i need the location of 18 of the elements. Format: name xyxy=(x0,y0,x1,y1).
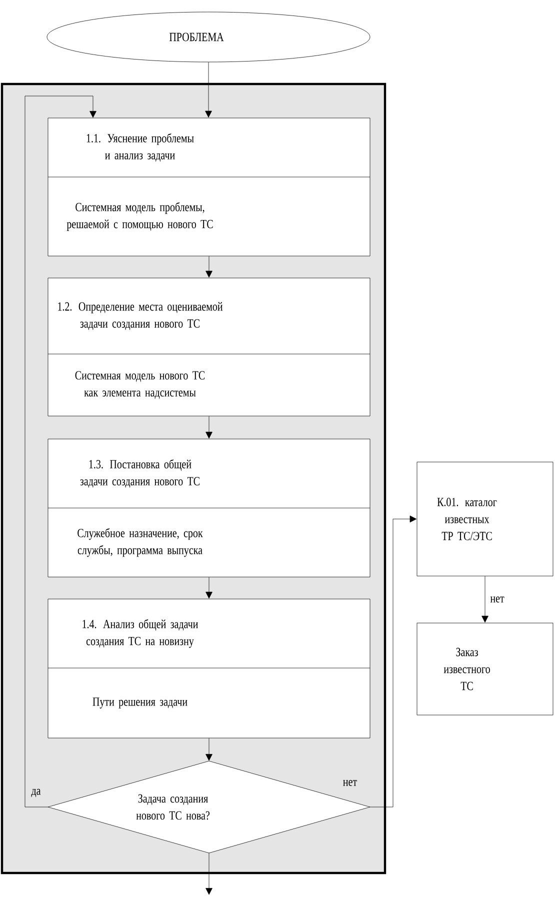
process-box: Заказ известного ТС xyxy=(416,622,554,716)
edge-label: да xyxy=(30,788,42,798)
arrow xyxy=(206,577,212,599)
edge-label: нет xyxy=(489,596,506,604)
arrow xyxy=(24,96,96,808)
arrow xyxy=(370,516,417,808)
arrow xyxy=(206,738,212,761)
process-box: 1.3. Постановка общей задачи создания нового ТС Служебное назначение, срок службы, программа выпуска xyxy=(48,438,370,578)
arrow xyxy=(205,62,212,118)
edge-label: нет xyxy=(342,779,358,788)
arrow xyxy=(482,576,488,623)
process-box: 1.1. Уяснение проблемы и анализ задачи Системная модель проблемы, решаемой с помощью нового ТС xyxy=(48,118,370,256)
arrow xyxy=(206,256,212,278)
arrow xyxy=(206,852,212,895)
process-box: К.01. каталог известных ТР ТС/ЭТС xyxy=(416,462,554,576)
arrow xyxy=(206,416,212,439)
process-box: 1.4. Анализ общей задачи создания ТС на новизну Пути решения задачи xyxy=(48,598,370,738)
process-box: 1.2. Определение места оцениваемой задачи создания нового ТС Системная модель нового ТС как элемента надсистемы xyxy=(48,278,370,416)
